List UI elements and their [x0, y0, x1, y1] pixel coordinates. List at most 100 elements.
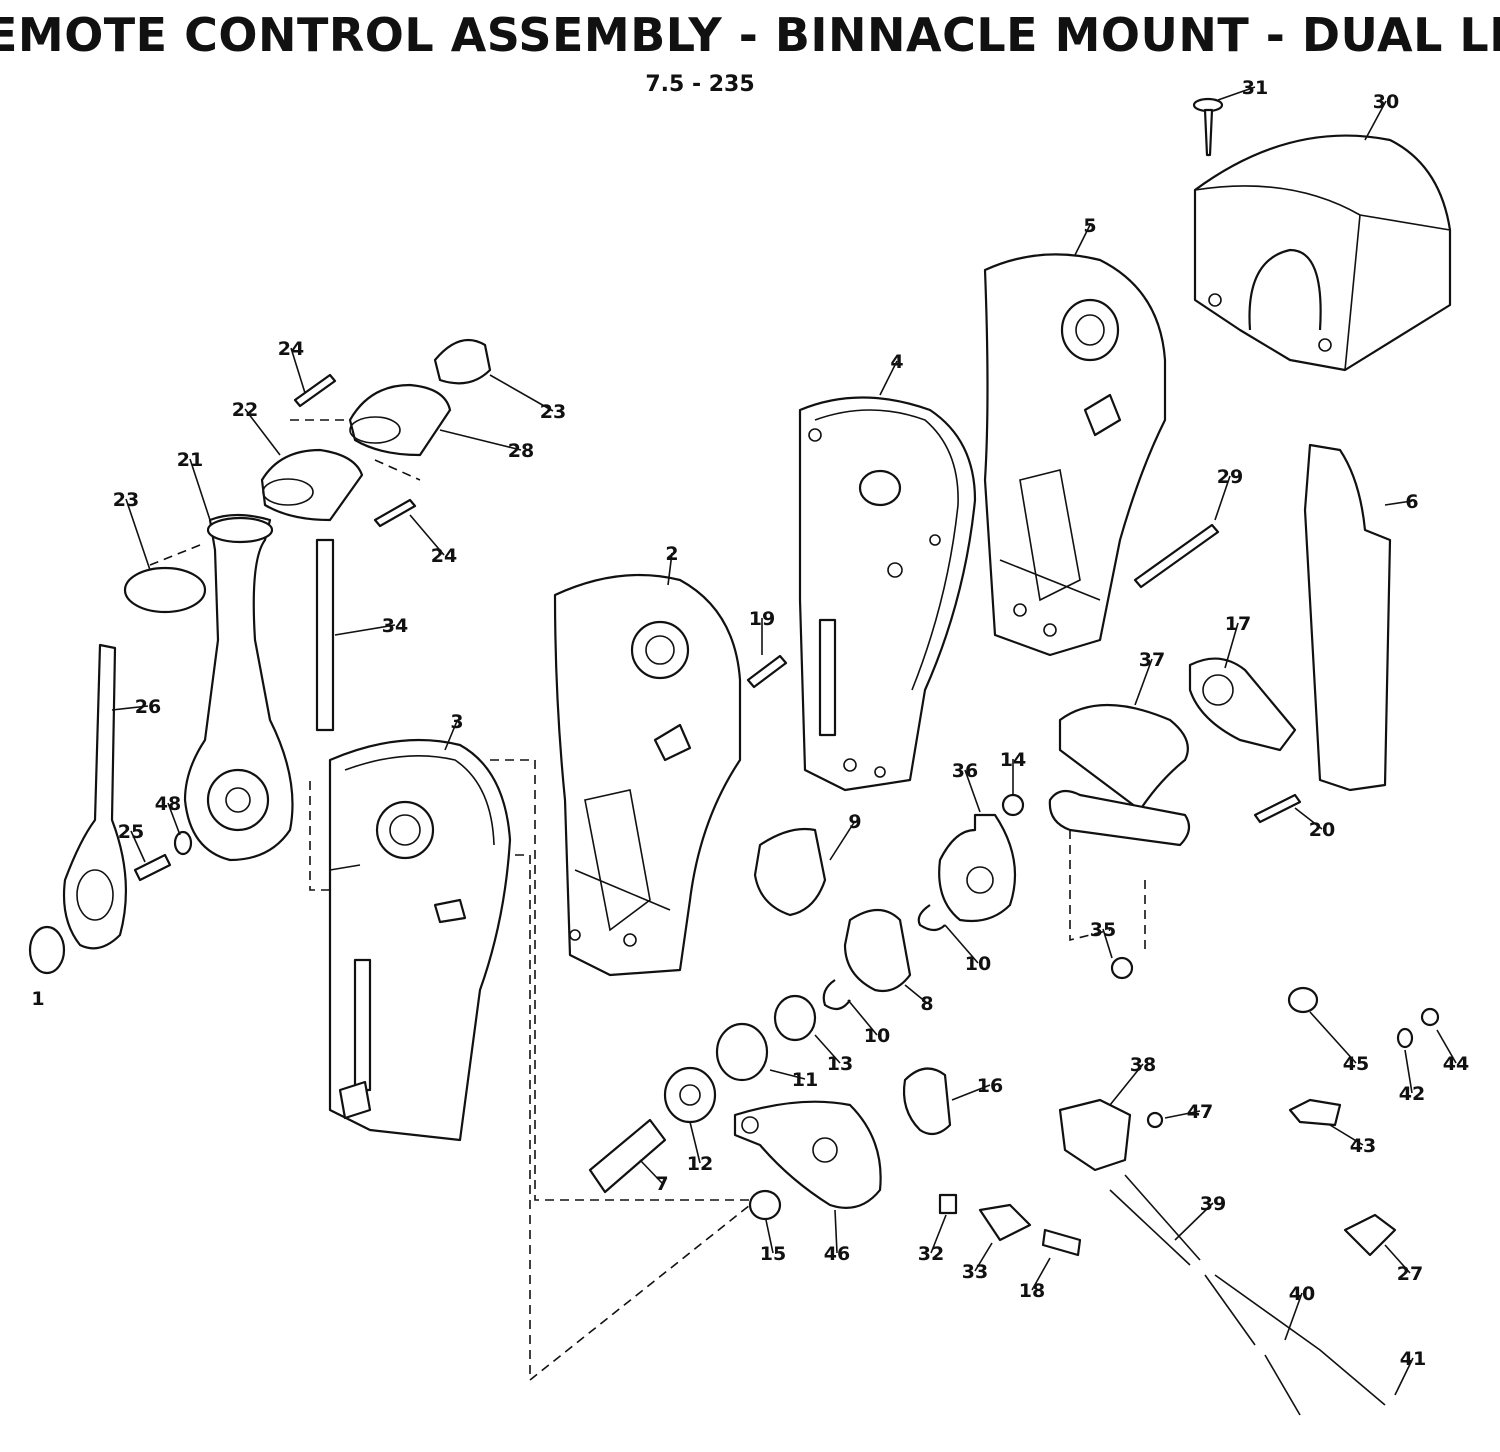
callout-21: 21: [177, 449, 203, 471]
part-7-shaft: [588, 1118, 667, 1194]
callout-leader-15: [765, 1219, 774, 1254]
callout-leader-21: [189, 458, 211, 521]
callout-leader-9: [829, 820, 856, 861]
callout-leader-39: [1174, 1202, 1214, 1241]
callout-leader-33: [974, 1242, 993, 1272]
callout-38: 38: [1130, 1054, 1156, 1076]
callout-12: 12: [687, 1153, 713, 1175]
part-44-nut: [1420, 1007, 1440, 1027]
callout-leader-5: [1074, 224, 1091, 256]
callout-24: 24: [278, 338, 304, 360]
callout-5: 5: [1083, 215, 1096, 237]
part-10-ring-lower: [822, 979, 851, 1011]
part-35-nut: [1110, 956, 1134, 980]
callout-leader-38: [1109, 1063, 1144, 1106]
part-30-cover: [1193, 134, 1452, 372]
callout-46: 46: [824, 1243, 850, 1265]
part-12-bearing: [663, 1066, 717, 1124]
page-title: EMOTE CONTROL ASSEMBLY - BINNACLE MOUNT …: [0, 8, 1500, 62]
callout-leader-27: [1384, 1244, 1411, 1274]
callout-leader-40: [1284, 1292, 1303, 1341]
part-17-bracket: [1188, 657, 1297, 752]
callout-23: 23: [113, 489, 139, 511]
callout-28: 28: [508, 440, 534, 462]
callout-22: 22: [232, 399, 258, 421]
part-18-spring: [1041, 1228, 1082, 1257]
part-15-washer: [748, 1189, 782, 1221]
callout-26: 26: [135, 696, 161, 718]
part-5-housing: [983, 253, 1167, 657]
callout-leader-16: [951, 1084, 991, 1101]
part-9-cam: [753, 827, 827, 917]
callout-39: 39: [1200, 1193, 1226, 1215]
callout-24: 24: [431, 545, 457, 567]
callout-30: 30: [1373, 91, 1399, 113]
callout-leader-13: [814, 1034, 841, 1064]
part-4-housing: [798, 396, 977, 792]
callout-43: 43: [1350, 1135, 1376, 1157]
callout-44: 44: [1443, 1053, 1469, 1075]
callout-18: 18: [1019, 1280, 1045, 1302]
callout-19: 19: [749, 608, 775, 630]
callout-leader-12: [689, 1121, 701, 1164]
callout-11: 11: [792, 1069, 818, 1091]
part-6-side-cover: [1303, 443, 1392, 792]
callout-leader-4: [879, 360, 898, 396]
callout-leader-32: [930, 1214, 947, 1254]
callout-leader-7: [639, 1159, 663, 1184]
part-31-screw: [1192, 97, 1224, 157]
part-26-lever-arm: [62, 643, 127, 950]
callout-37: 37: [1139, 649, 1165, 671]
callout-leader-48: [167, 802, 181, 836]
part-1-cap: [28, 925, 66, 975]
callout-10: 10: [864, 1025, 890, 1047]
callout-leader-10: [944, 924, 979, 964]
part-16-link: [902, 1067, 952, 1136]
callout-45: 45: [1343, 1053, 1369, 1075]
callout-leader-25: [130, 830, 146, 863]
callout-1: 1: [31, 988, 44, 1010]
part-37-plate: [1058, 704, 1189, 812]
callout-40: 40: [1289, 1283, 1315, 1305]
callout-9: 9: [848, 811, 861, 833]
callout-leader-36: [964, 769, 981, 813]
callout-10: 10: [965, 953, 991, 975]
callout-20: 20: [1309, 819, 1335, 841]
part-2-housing: [553, 573, 742, 977]
part-14-nut: [1001, 793, 1025, 817]
callout-7: 7: [655, 1173, 668, 1195]
part-21-lever: [183, 513, 294, 862]
callout-41: 41: [1400, 1348, 1426, 1370]
callout-3: 3: [450, 711, 463, 733]
part-link-arm: [1048, 789, 1191, 847]
part-38-switch: [1058, 1098, 1132, 1172]
part-24-screw-top: [293, 373, 337, 408]
callout-leader-23: [125, 498, 151, 571]
callout-leader-2: [667, 552, 673, 586]
part-27-clip: [1343, 1213, 1397, 1257]
callout-29: 29: [1217, 466, 1243, 488]
callout-leader-31: [1217, 86, 1256, 101]
callout-leader-26: [111, 705, 149, 711]
part-23-endcap-top: [433, 338, 492, 385]
callout-15: 15: [760, 1243, 786, 1265]
callout-leader-44: [1436, 1029, 1457, 1064]
callout-31: 31: [1242, 77, 1268, 99]
part-32-pin: [938, 1193, 958, 1215]
callout-4: 4: [890, 351, 903, 373]
callout-leader-6: [1384, 500, 1413, 506]
part-45-cap: [1287, 986, 1319, 1014]
part-46-throttle-arm: [733, 1100, 882, 1209]
part-48-washer: [173, 830, 193, 856]
part-39-wire: [1109, 1189, 1191, 1266]
part-40-wire: [1204, 1274, 1256, 1346]
part-3-housing: [328, 738, 512, 1142]
callout-2: 2: [665, 543, 678, 565]
page-subtitle: 7.5 - 235: [645, 72, 755, 97]
callout-leader-8: [904, 984, 928, 1004]
part-13-washer: [773, 994, 817, 1042]
callout-leader-43: [1329, 1124, 1364, 1146]
callout-48: 48: [155, 793, 181, 815]
callout-33: 33: [962, 1261, 988, 1283]
